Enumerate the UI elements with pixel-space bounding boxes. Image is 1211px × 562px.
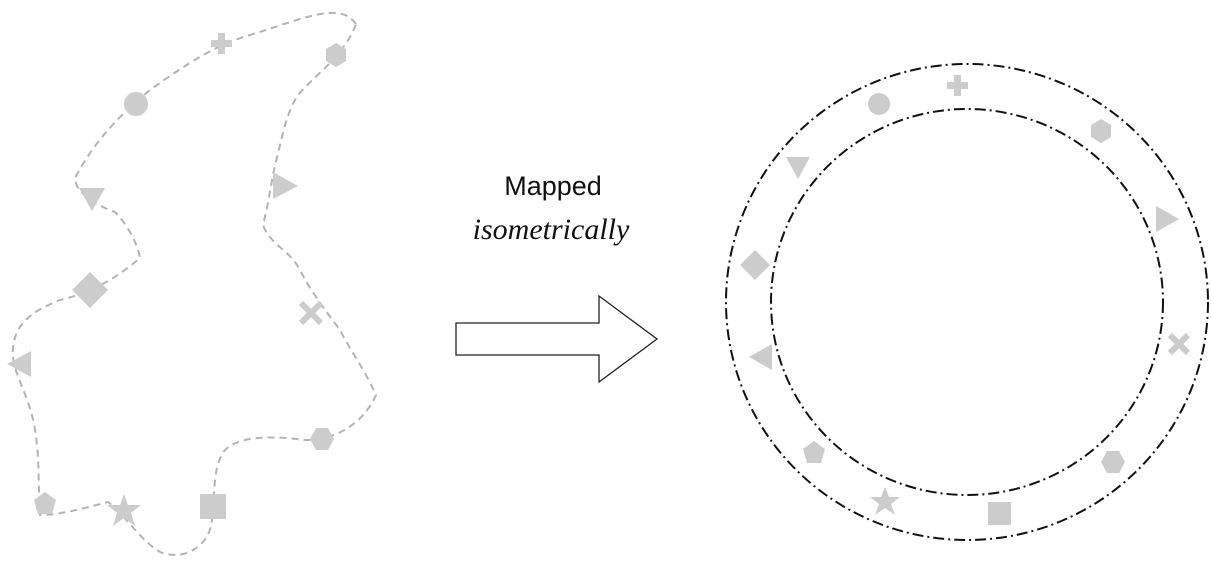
circle-marker bbox=[868, 93, 890, 115]
star-marker bbox=[107, 494, 141, 526]
ring-markers bbox=[740, 75, 1191, 525]
irregular-outline-group bbox=[11, 11, 377, 556]
x-marker bbox=[298, 300, 324, 326]
caption-line-2: isometrically bbox=[473, 213, 630, 246]
concentric-rings bbox=[725, 63, 1209, 541]
irregular-dashed-outline bbox=[11, 11, 377, 556]
pentagon-marker bbox=[34, 492, 56, 514]
square-marker bbox=[200, 494, 226, 519]
square-marker bbox=[988, 502, 1011, 525]
diamond-marker bbox=[72, 272, 108, 308]
plus-marker bbox=[947, 75, 968, 96]
pentagon-marker bbox=[803, 441, 825, 463]
hexagon-marker bbox=[1101, 451, 1125, 473]
outline-markers bbox=[7, 33, 346, 526]
outer-ring bbox=[725, 63, 1209, 541]
plus-marker bbox=[211, 33, 232, 54]
hexagon-marker bbox=[1091, 119, 1111, 143]
caption-line-1: Mapped bbox=[504, 171, 602, 201]
right-arrow bbox=[455, 294, 659, 384]
caption: Mapped isometrically bbox=[473, 171, 630, 246]
down-triangle-marker bbox=[786, 157, 810, 179]
diamond-marker bbox=[740, 250, 770, 280]
hexagon-marker bbox=[310, 428, 334, 450]
inner-ring bbox=[770, 108, 1164, 496]
hexagon-marker bbox=[326, 43, 346, 67]
down-triangle-marker bbox=[79, 188, 105, 211]
left-triangle-marker bbox=[749, 344, 772, 370]
star-marker bbox=[870, 487, 900, 515]
right-triangle-marker bbox=[273, 172, 298, 199]
left-triangle-marker bbox=[7, 351, 31, 377]
x-marker bbox=[1167, 332, 1191, 356]
circle-marker bbox=[124, 92, 148, 116]
right-triangle-marker bbox=[1156, 206, 1179, 232]
